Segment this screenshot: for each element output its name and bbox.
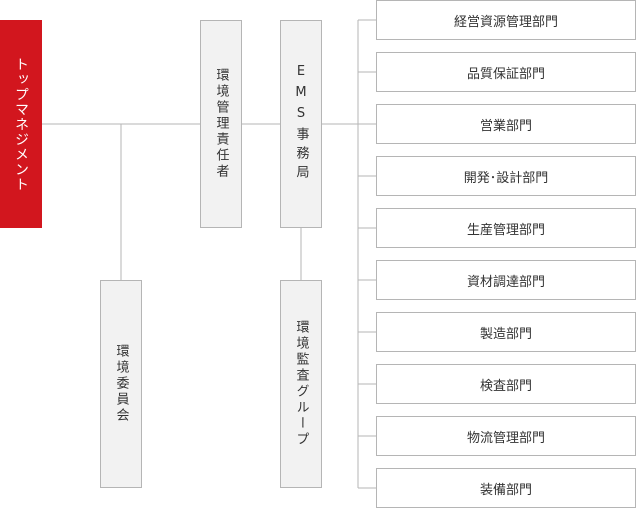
- department-box: 開発･設計部門: [376, 156, 636, 196]
- department-box: 製造部門: [376, 312, 636, 352]
- department-label: 経営資源管理部門: [453, 14, 558, 30]
- environmental-manager-label: 環境管理責任者: [213, 68, 229, 180]
- department-label: 物流管理部門: [466, 430, 545, 446]
- department-box: 装備部門: [376, 468, 636, 508]
- audit-group-box: 環境監査グループ: [280, 280, 322, 488]
- department-box: 品質保証部門: [376, 52, 636, 92]
- department-label: 検査部門: [479, 378, 532, 394]
- top-management-label: トップマネジメント: [13, 56, 29, 192]
- environmental-committee-label: 環境委員会: [113, 344, 129, 424]
- department-label: 開発･設計部門: [463, 170, 549, 186]
- department-box: 資材調達部門: [376, 260, 636, 300]
- department-box: 生産管理部門: [376, 208, 636, 248]
- department-label: 製造部門: [479, 326, 532, 342]
- department-label: 営業部門: [479, 118, 532, 134]
- department-label: 資材調達部門: [466, 274, 545, 290]
- department-label: 生産管理部門: [466, 222, 545, 238]
- environmental-committee-box: 環境委員会: [100, 280, 142, 488]
- department-label: 品質保証部門: [466, 66, 545, 82]
- department-box: 経営資源管理部門: [376, 0, 636, 40]
- ems-office-box: EMS事務局: [280, 20, 322, 228]
- department-label: 装備部門: [479, 482, 532, 498]
- environmental-manager-box: 環境管理責任者: [200, 20, 242, 228]
- department-box: 営業部門: [376, 104, 636, 144]
- ems-office-label: EMS事務局: [293, 64, 309, 184]
- top-management-box: トップマネジメント: [0, 20, 42, 228]
- department-box: 物流管理部門: [376, 416, 636, 456]
- audit-group-label: 環境監査グループ: [293, 320, 309, 448]
- department-box: 検査部門: [376, 364, 636, 404]
